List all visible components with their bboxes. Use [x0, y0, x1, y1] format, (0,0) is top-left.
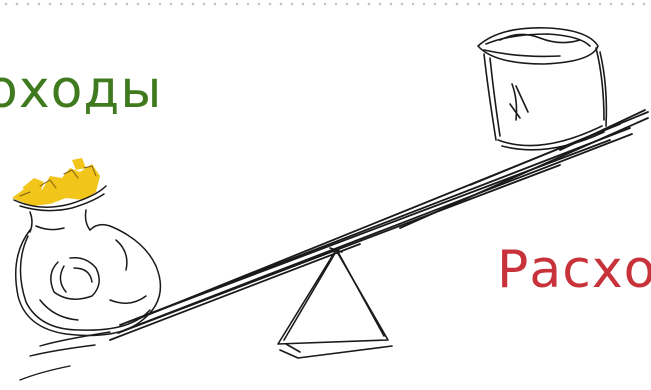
weight-icon — [478, 28, 606, 150]
money-bag-icon — [12, 158, 160, 336]
ground-strokes — [20, 332, 110, 380]
expenses-label: Расхо — [497, 244, 651, 296]
income-label: оходы — [0, 64, 162, 116]
gold-coins — [12, 158, 100, 206]
